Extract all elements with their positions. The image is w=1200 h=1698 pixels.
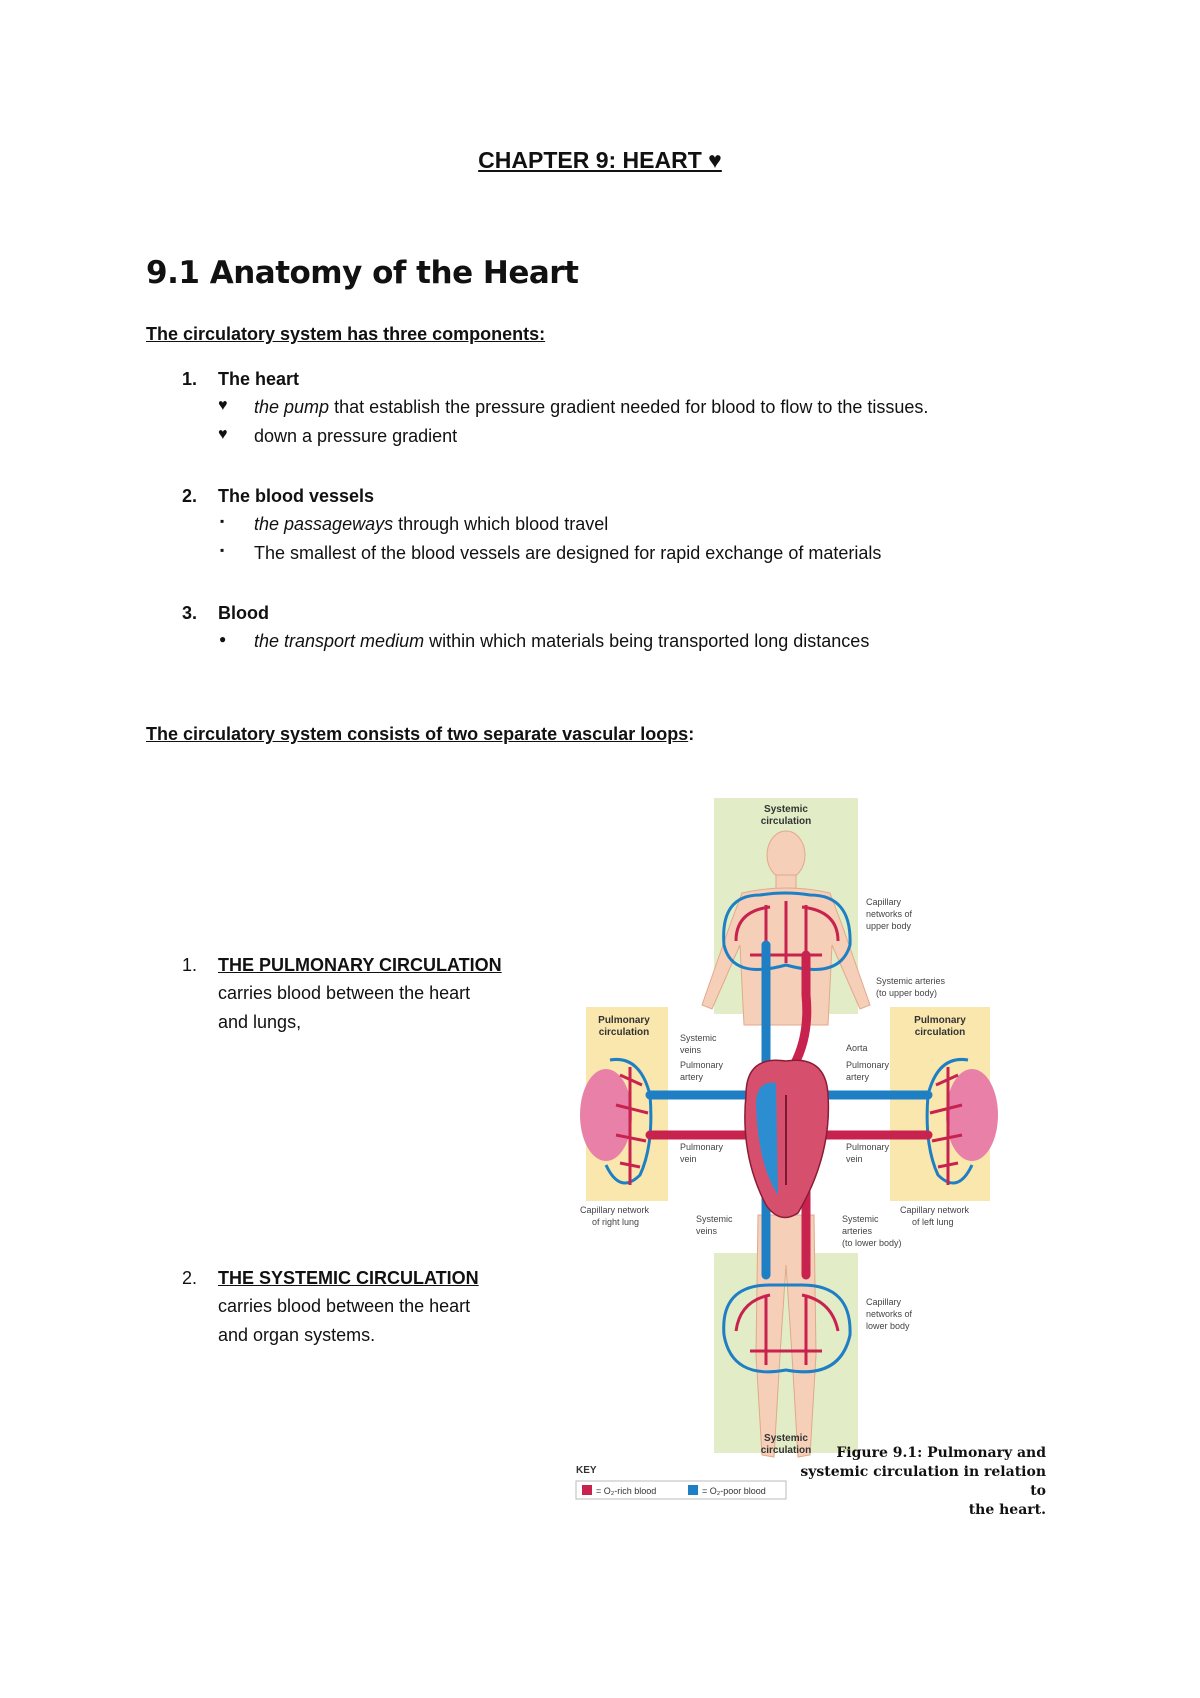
diagram-label: Pulmonary (680, 1060, 724, 1070)
diagram-label: Systemic (764, 804, 808, 815)
diagram-label: artery (680, 1072, 704, 1082)
diagram-label: Pulmonary (598, 1015, 650, 1026)
component-title: The blood vessels (218, 486, 375, 506)
key-label: KEY (576, 1465, 597, 1476)
diagram-label: Capillary network (900, 1205, 970, 1215)
heart-bullet-icon: ♥ (218, 426, 228, 443)
diagram-label: of right lung (592, 1217, 639, 1227)
systemic-lower-panel (714, 1253, 858, 1453)
component-number: 1. (182, 369, 198, 389)
diagram-label: Systemic (680, 1033, 717, 1043)
color-key: KEY = O₂-rich blood = O₂-poor blood (575, 1465, 787, 1500)
heart-illustration (744, 1059, 830, 1219)
lungs (580, 1069, 998, 1161)
diagram-label: Systemic (764, 1433, 808, 1444)
left-lung (946, 1069, 998, 1161)
component-number: 2. (182, 486, 198, 506)
square-bullet-icon: ▪ (220, 543, 225, 557)
section-heading: 9.1 Anatomy of the Heart (146, 255, 579, 291)
loop-description: carries blood between the heart (218, 983, 471, 1003)
components-heading: The circulatory system has three compone… (146, 324, 546, 344)
diagram-label: upper body (866, 921, 912, 931)
circulation-diagram: Systemic circulation Pulmonary circulati… (575, 798, 998, 1500)
diagram-label: Systemic (842, 1214, 879, 1224)
diagram-label: (to lower body) (842, 1238, 902, 1248)
diagram-label: veins (696, 1226, 718, 1236)
diagram-label: circulation (915, 1027, 966, 1038)
loop-description: and lungs, (218, 1012, 302, 1032)
diagram-label: Pulmonary (680, 1142, 724, 1152)
list-item: the pump that establish the pressure gra… (254, 397, 929, 417)
diagram-label: vein (846, 1154, 863, 1164)
diagram-label: Systemic arteries (876, 976, 946, 986)
diagram-label: networks of (866, 1309, 913, 1319)
component-title: Blood (218, 603, 269, 623)
diagram-label: circulation (599, 1027, 650, 1038)
diagram-label: Pulmonary (846, 1060, 890, 1070)
diagram-label: of left lung (912, 1217, 954, 1227)
diagram-label: Capillary (866, 1297, 902, 1307)
component-title: The heart (218, 369, 300, 389)
o2-poor-swatch (688, 1485, 698, 1495)
diagram-label: Capillary (866, 897, 902, 907)
list-item: down a pressure gradient (254, 426, 458, 446)
diagram-label: networks of (866, 909, 913, 919)
aorta-upper (789, 950, 812, 1070)
loop-description: and organ systems. (218, 1325, 376, 1345)
diagram-label: lower body (866, 1321, 910, 1331)
loop-number: 1. (182, 955, 198, 975)
list-item: the passageways through which blood trav… (254, 514, 609, 534)
diagram-label: Pulmonary (846, 1142, 890, 1152)
loop-description: carries blood between the heart (218, 1296, 471, 1316)
diagram-label: veins (680, 1045, 702, 1055)
o2-rich-swatch (582, 1485, 592, 1495)
loop-title: THE PULMONARY CIRCULATION (218, 955, 502, 975)
list-item: The smallest of the blood vessels are de… (254, 543, 882, 563)
right-lung (580, 1069, 632, 1161)
loops-heading: The circulatory system consists of two s… (146, 724, 695, 744)
key-poor-label: = O₂-poor blood (702, 1486, 766, 1496)
chapter-title: CHAPTER 9: HEART ♥ (478, 147, 722, 173)
diagram-label: circulation (761, 1445, 812, 1456)
diagram-label: (to upper body) (876, 988, 937, 998)
square-bullet-icon: ▪ (220, 514, 225, 528)
diagram-label: vein (680, 1154, 697, 1164)
diagram-label: Capillary network (580, 1205, 650, 1215)
circle-bullet-icon: ● (219, 632, 227, 646)
list-item: the transport medium within which materi… (254, 631, 870, 651)
diagram-label: Aorta (846, 1043, 868, 1053)
figure-caption: Figure 9.1: Pulmonary and systemic circu… (800, 1445, 1046, 1518)
diagram-label: Systemic (696, 1214, 733, 1224)
diagram-label: circulation (761, 816, 812, 827)
diagram-label: Pulmonary (914, 1015, 966, 1026)
loop-title: THE SYSTEMIC CIRCULATION (218, 1268, 479, 1288)
component-number: 3. (182, 603, 198, 623)
loop-number: 2. (182, 1268, 198, 1288)
heart-bullet-icon: ♥ (218, 397, 228, 414)
key-rich-label: = O₂-rich blood (596, 1486, 656, 1496)
diagram-label: artery (846, 1072, 870, 1082)
diagram-label: arteries (842, 1226, 873, 1236)
